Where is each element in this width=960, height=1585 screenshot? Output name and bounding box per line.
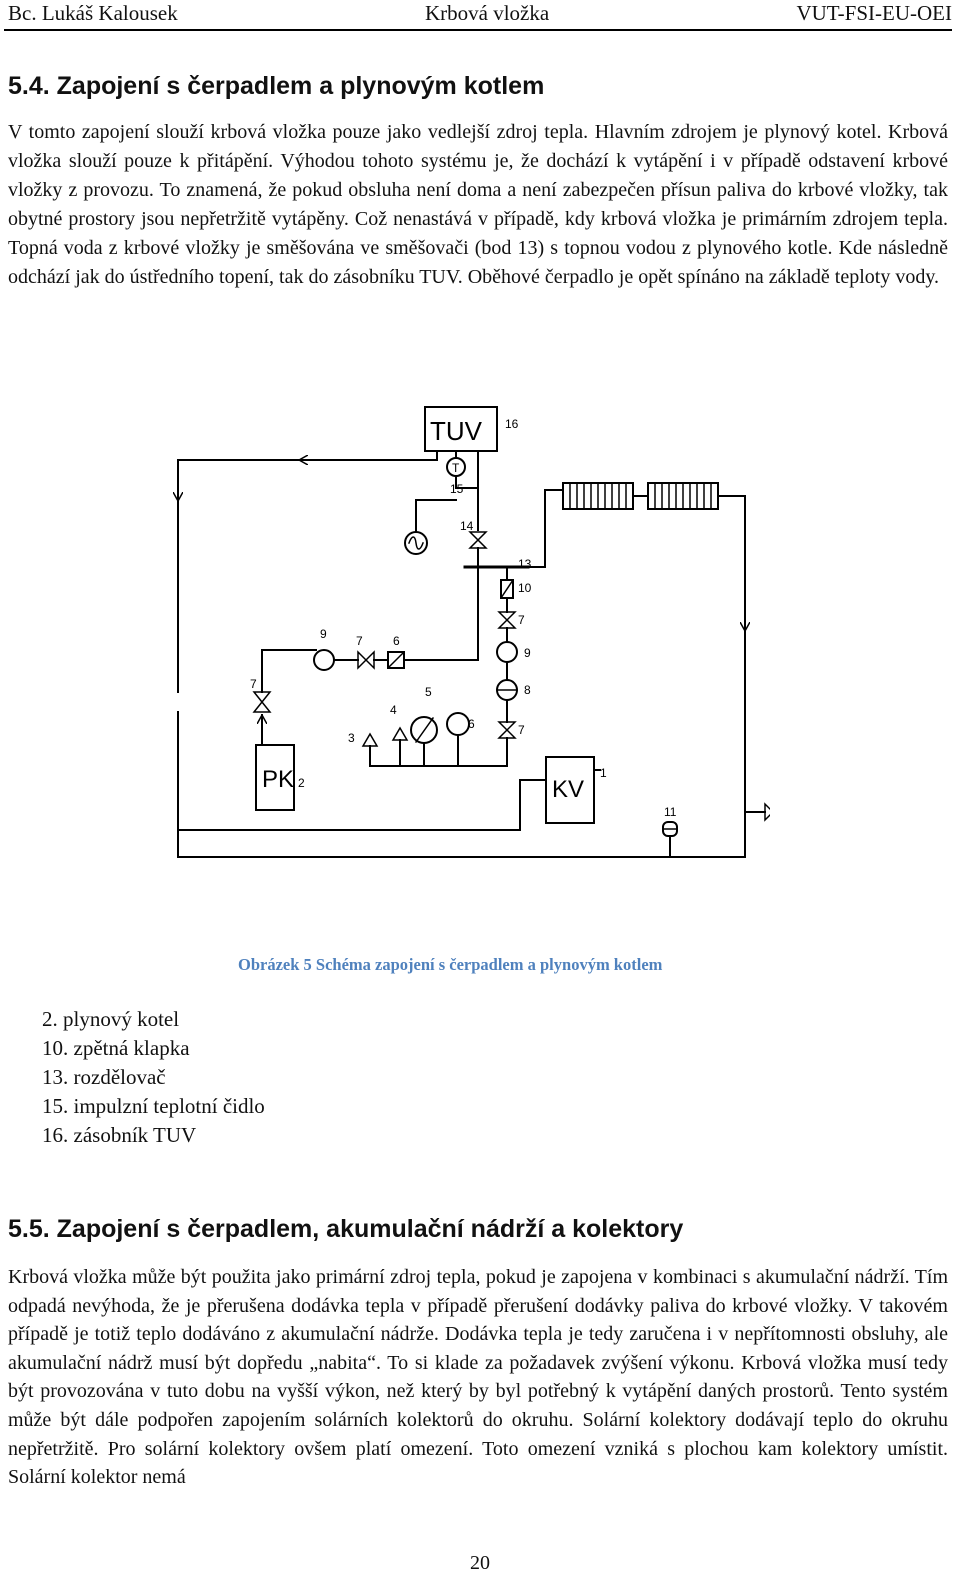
- pipe-top-loop: [177, 450, 438, 693]
- running-header: Bc. Lukáš Kalousek Krbová vložka VUT-FSI…: [8, 0, 952, 26]
- legend-item: 15. impulzní teplotní čidlo: [42, 1094, 265, 1118]
- tuv-tank: [424, 406, 498, 452]
- label-16: 16: [505, 417, 519, 431]
- section-5-4-paragraph: V tomto zapojení slouží krbová vložka po…: [8, 121, 948, 288]
- sine-wave: [408, 536, 424, 550]
- header-rule: [4, 29, 952, 31]
- label-9-right: 9: [524, 646, 531, 660]
- label-2: 2: [298, 776, 305, 790]
- label-t: T: [452, 461, 460, 475]
- valve-7-right-bottom: [497, 721, 517, 739]
- label-14: 14: [460, 519, 474, 533]
- manometer-needle: [414, 716, 435, 744]
- valve-12: [764, 802, 770, 822]
- label-tuv: TUV: [430, 416, 483, 446]
- section-5-5-paragraph: Krbová vložka může být použita jako prim…: [8, 1266, 948, 1489]
- label-13: 13: [518, 557, 532, 571]
- figure-caption: Obrázek 5 Schéma zapojení s čerpadlem a …: [238, 955, 663, 974]
- legend-item: 13. rozdělovač: [42, 1065, 166, 1089]
- safety-valve-3: [361, 732, 379, 747]
- section-5-4-heading: 5.4. Zapojení s čerpadlem a plynovým kot…: [8, 72, 545, 100]
- pipe-mid-up: [403, 566, 479, 661]
- valve-7-right-top: [497, 611, 517, 629]
- check-valve-line: [499, 578, 515, 600]
- page-number: 20: [470, 1552, 490, 1574]
- label-6-mid: 6: [393, 634, 400, 648]
- label-6: 6: [468, 717, 475, 731]
- label-7-right-top: 7: [518, 613, 525, 627]
- label-5: 5: [425, 685, 432, 699]
- legend-item: 10. zpětná klapka: [42, 1036, 190, 1060]
- label-7-mid: 7: [356, 634, 363, 648]
- label-8: 8: [524, 683, 531, 697]
- legend-list: 2. plynový kotel 10. zpětná klapka 13. r…: [42, 1005, 265, 1150]
- fireplace-insert-kv: [545, 756, 595, 824]
- valve-7-left: [252, 691, 272, 713]
- valve-14: [468, 531, 488, 549]
- label-4: 4: [390, 703, 397, 717]
- pump-9-right: [496, 641, 518, 663]
- label-1: 1: [600, 766, 607, 780]
- safety-valve-4: [391, 726, 409, 741]
- label-3: 3: [348, 731, 355, 745]
- pipe-manifold: [369, 737, 508, 767]
- valve-7-mid: [357, 650, 375, 670]
- label-7-right-bottom: 7: [518, 723, 525, 737]
- check-valve-6-line: [386, 650, 406, 670]
- label-11: 11: [664, 805, 677, 819]
- thermometer-6: [446, 712, 470, 736]
- label-kv: KV: [552, 776, 584, 803]
- label-pk: PK: [262, 766, 294, 793]
- pipe-left-return: [177, 711, 547, 831]
- section-5-5-heading: 5.5. Zapojení s čerpadlem, akumulační ná…: [8, 1215, 684, 1243]
- legend-item: 2. plynový kotel: [42, 1007, 180, 1031]
- label-15: 15: [450, 482, 464, 496]
- radiator-fins: [569, 482, 712, 510]
- label-7-left: 7: [250, 677, 257, 691]
- pipe-pk: [261, 649, 317, 746]
- legend-item: 16. zásobník TUV: [42, 1123, 197, 1147]
- pipe-radiator-supply: [527, 489, 564, 568]
- label-9-left: 9: [320, 627, 327, 641]
- header-title: Krbová vložka: [424, 0, 550, 25]
- header-institution: VUT-FSI-EU-OEI: [796, 0, 952, 25]
- label-10: 10: [518, 581, 532, 595]
- pump-9-left: [313, 649, 335, 671]
- heating-schematic-diagram: TUV T PK KV 16 15 14 13 10 7 9 8 7 9 7 6…: [150, 406, 770, 858]
- pipe-sensor: [455, 475, 479, 531]
- pipe-gauge: [415, 499, 457, 533]
- header-author: Bc. Lukáš Kalousek: [8, 0, 178, 25]
- pipe-radiator-return: [177, 495, 746, 858]
- gas-boiler-pk: [255, 744, 295, 811]
